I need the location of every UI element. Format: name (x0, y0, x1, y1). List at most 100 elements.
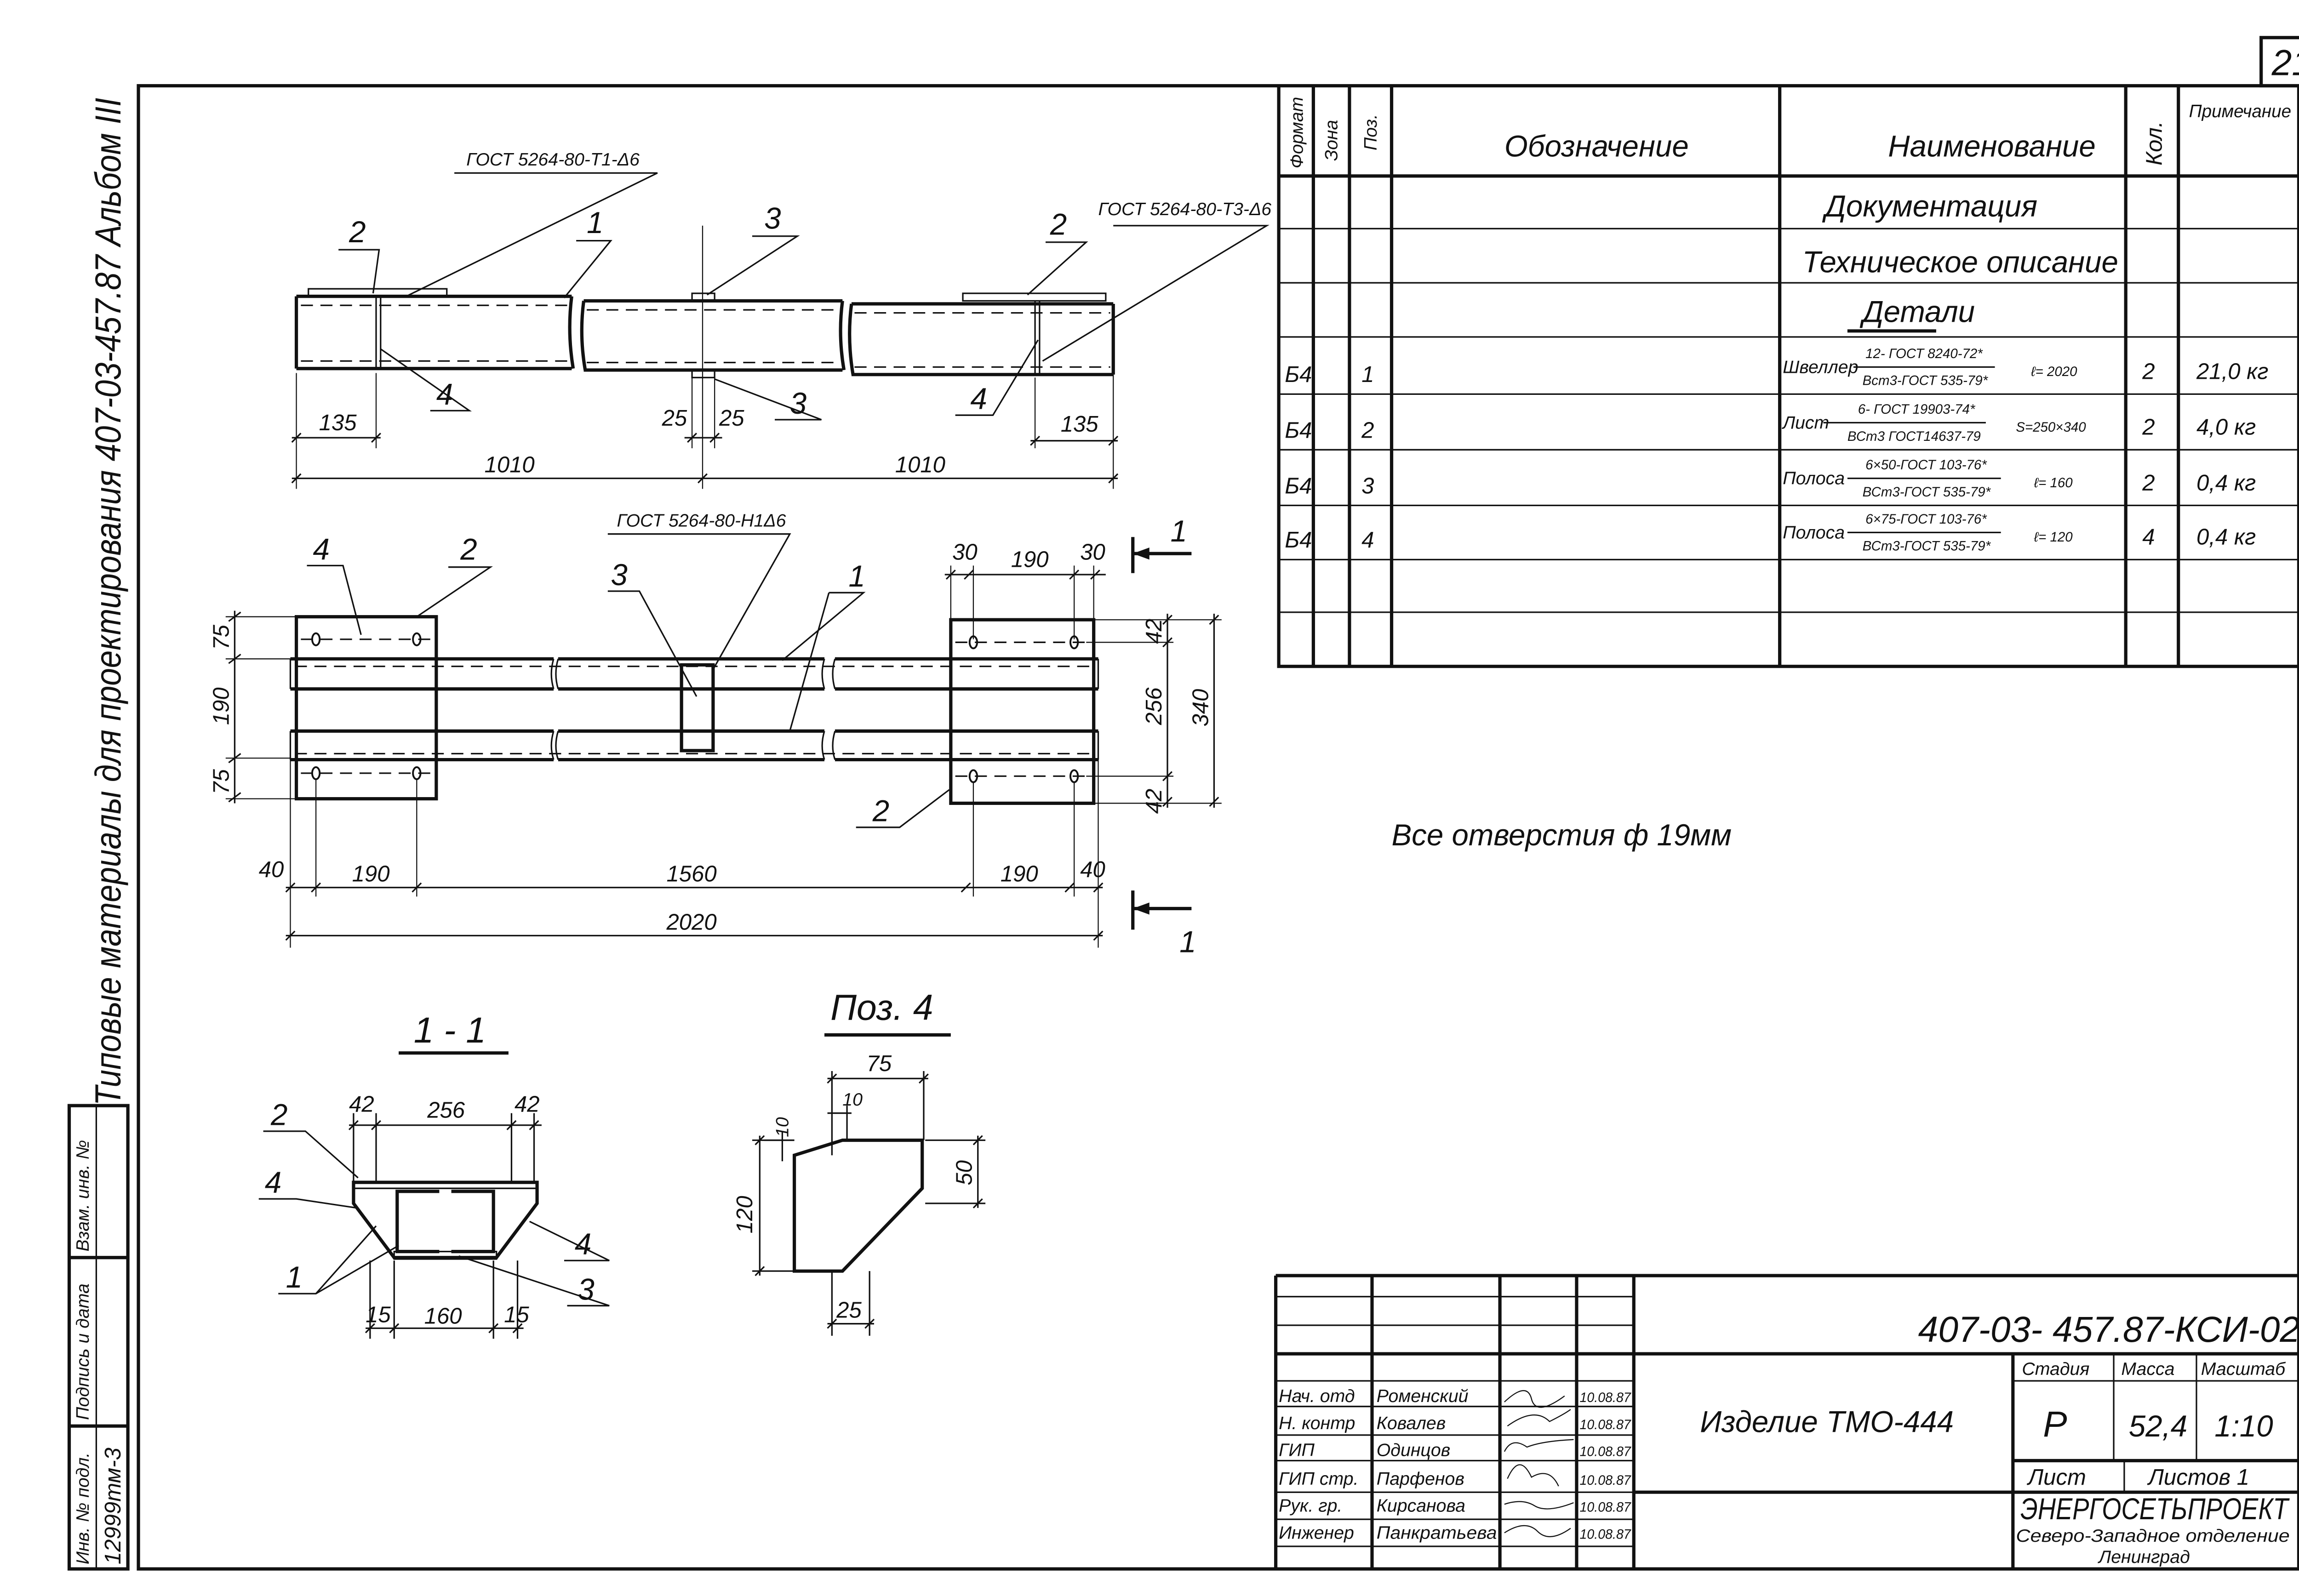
pos4-dim-25: 25 (836, 1298, 862, 1323)
spec-note: 4,0 кг (2196, 415, 2256, 440)
spec-row: Б4 2 Лист 6- ГОСТ 19903-74* ВСт3 ГОСТ146… (1285, 402, 2256, 444)
signatory-name: Кирсанова (1377, 1496, 1465, 1516)
dim-30-right: 30 (1080, 540, 1105, 564)
signatory-row: Инженер Панкратьева 10.08.87 (1279, 1523, 1631, 1543)
section-dim-42-left: 42 (349, 1092, 374, 1117)
callout-4: 4 (970, 382, 987, 416)
signatory-name: Парфенов (1377, 1469, 1464, 1489)
side-title: Типовые материалы для проектирования 407… (88, 98, 128, 1106)
pos4-dim-120: 120 (732, 1196, 757, 1233)
spec-note: 0,4 кг (2196, 525, 2256, 550)
organization: ЭНЕРГОСЕТЬПРОЕКТ (2020, 1492, 2290, 1526)
plan-leaders (307, 533, 950, 828)
spec-row: Б4 4 Полоса 6×75-ГОСТ 103-76* ВСт3-ГОСТ … (1285, 512, 2256, 554)
spec-pos: 1 (1361, 362, 1374, 387)
callout-1: 1 (587, 206, 603, 239)
callout-3: 3 (578, 1272, 594, 1306)
signatory-role: ГИП стр. (1279, 1469, 1358, 1489)
spec-format: Б4 (1285, 418, 1312, 443)
stamp-inv-value: 12999тм-3 (101, 1448, 126, 1564)
organization-city: Ленинград (2097, 1547, 2190, 1567)
spec-pos: 4 (1361, 528, 1374, 553)
elevation-view: 135 25 25 135 1010 1010 2 1 3 2 4 3 4 ГО… (291, 149, 1271, 489)
sheets-label: Листов 1 (2147, 1465, 2249, 1490)
plate-4 (375, 296, 1041, 375)
section-dim-15-left: 15 (366, 1302, 391, 1327)
title-block-grid (1274, 1274, 2299, 1569)
dim-75-top: 75 (209, 624, 234, 650)
elevation-leaders (338, 172, 1270, 421)
section-mark-top: 1 (1171, 514, 1187, 548)
dim-190-left: 190 (352, 862, 390, 887)
section-cut-markers (1131, 537, 1192, 930)
callout-2: 2 (460, 532, 477, 566)
channel-beam (294, 295, 1115, 376)
spec-header-designation: Обозначение (1504, 129, 1689, 163)
document-code: 407-03- 457.87-КСИ-027 (1918, 1309, 2299, 1350)
signatory-role: ГИП (1279, 1440, 1315, 1460)
signatory-role: Нач. отд (1279, 1386, 1355, 1406)
spec-material-num: 6×50-ГОСТ 103-76* (1865, 457, 1987, 473)
organization-division: Северо-Западное отделение (2016, 1526, 2289, 1546)
sheet-label: Лист (2027, 1465, 2086, 1490)
signatory-name: Ковалев (1377, 1413, 1446, 1433)
spec-header-qty: Кол. (2142, 121, 2167, 165)
dim-135-right: 135 (1061, 412, 1099, 437)
dim-75-bottom: 75 (209, 769, 234, 794)
spec-section-details: Детали (1859, 295, 1975, 328)
spec-header-name: Наименование (1888, 129, 2096, 163)
signatory-role: Н. контр (1279, 1413, 1355, 1433)
spec-pos: 2 (1361, 418, 1374, 443)
dim-1010-left: 1010 (485, 453, 535, 478)
elevation-dimensions (291, 373, 1119, 489)
holes-note: Все отверстия ф 19мм (1392, 818, 1732, 852)
plan-view: 75 190 75 42 256 42 340 30 190 30 40 190… (209, 510, 1222, 958)
stamp-replace-label: Взам. инв. № (73, 1140, 93, 1252)
spec-size: S=250×340 (2016, 420, 2086, 435)
dim-340: 340 (1188, 689, 1213, 727)
pos4-dim-75: 75 (867, 1051, 892, 1076)
signatory-name: Одинцов (1377, 1440, 1450, 1460)
spec-row: Б4 1 Швеллер 12- ГОСТ 8240-72* Вст3-ГОСТ… (1285, 346, 2268, 388)
spec-name: Полоса (1783, 523, 1845, 543)
channels (289, 657, 1099, 762)
dim-1560: 1560 (666, 862, 716, 887)
dim-190: 190 (209, 687, 234, 725)
dim-42-top: 42 (1142, 619, 1167, 644)
callout-4: 4 (265, 1166, 281, 1199)
spec-note: 0,4 кг (2196, 471, 2256, 496)
spec-material-den: ВСт3 ГОСТ14637-79 (1847, 429, 1981, 444)
dim-2020: 2020 (666, 910, 716, 935)
spec-qty: 2 (2142, 415, 2155, 440)
spec-material-den: ВСт3-ГОСТ 535-79* (1863, 484, 1991, 500)
mass-value: 52,4 (2129, 1409, 2187, 1443)
pos4-detail (752, 1033, 986, 1336)
callout-3: 3 (790, 387, 806, 420)
callout-2: 2 (1050, 207, 1067, 241)
dim-42-bottom: 42 (1142, 789, 1167, 814)
spec-size: ℓ= 120 (2034, 530, 2073, 545)
section-dim-15-right: 15 (504, 1302, 529, 1327)
signatory-row: Нач. отд Роменский 10.08.87 (1279, 1386, 1631, 1406)
dim-40-left: 40 (259, 857, 284, 882)
spec-table-grid (1277, 86, 2299, 668)
strip-3 (691, 225, 715, 489)
spec-section-technical-description: Техническое описание (1802, 245, 2118, 279)
mass-label: Масса (2121, 1359, 2174, 1379)
weld-note-t1: ГОСТ 5264-80-Т1-Δ6 (466, 149, 640, 170)
signatory-row: ГИП Одинцов 10.08.87 (1279, 1440, 1631, 1460)
signatory-date: 10.08.87 (1580, 1500, 1632, 1515)
spec-row: Б4 3 Полоса 6×50-ГОСТ 103-76* ВСт3-ГОСТ … (1285, 457, 2256, 500)
spec-size: ℓ= 2020 (2030, 364, 2077, 379)
signatory-name: Роменский (1377, 1386, 1469, 1406)
spec-format: Б4 (1285, 362, 1312, 387)
weld-note-h1: ГОСТ 5264-80-Н1Δ6 (617, 510, 786, 530)
dim-1010-right: 1010 (895, 453, 945, 478)
spec-material-den: ВСт3-ГОСТ 535-79* (1863, 539, 1991, 554)
callout-1: 1 (286, 1260, 303, 1294)
scale-value: 1:10 (2214, 1409, 2273, 1443)
callout-3: 3 (764, 201, 781, 235)
callout-4: 4 (313, 532, 330, 566)
pos4-title: Поз. 4 (830, 987, 933, 1028)
